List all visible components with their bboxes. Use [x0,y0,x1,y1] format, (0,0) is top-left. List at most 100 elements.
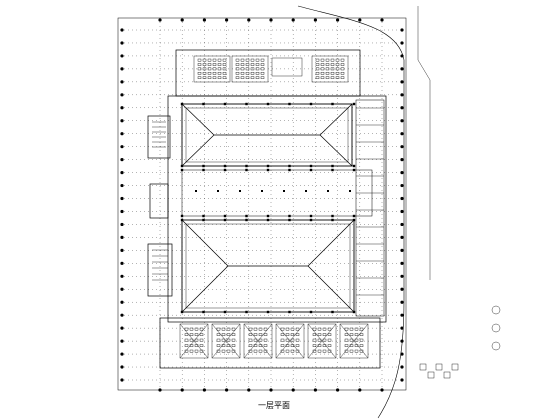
south-classroom-diagonal [243,323,273,359]
desk [322,327,327,331]
desk [202,63,207,66]
grid-axis-bubble-left [120,248,124,252]
structural-column [352,310,356,314]
desk [322,349,327,353]
desk [216,349,221,353]
desk [217,71,222,75]
desk [240,58,245,62]
desk [260,76,265,79]
desk [197,58,202,62]
structural-column [288,218,291,222]
desk [322,338,327,342]
south-classroom-diagonal [339,323,369,359]
desk [199,327,204,331]
desk [250,67,255,71]
desk [295,349,300,353]
structural-column [266,102,270,106]
grid-axis-bubble-right [400,352,404,356]
structural-column [180,102,184,106]
main-building-outline [167,95,387,323]
desk [312,344,317,347]
west-annex-stair-2 [149,183,169,219]
structural-column [288,102,291,106]
desk [231,344,236,347]
structural-column [202,168,205,172]
structural-column [331,218,334,222]
desk [285,344,290,347]
grid-axis-bubble-left [120,106,124,110]
desk [212,63,217,66]
desk [263,344,268,347]
grid-axis-bubble-left [120,196,124,201]
desk [222,76,227,79]
desk [245,71,250,75]
structural-column [309,164,313,168]
desk [245,76,250,79]
desk [189,333,194,336]
desk [327,333,332,336]
desk [344,338,349,342]
desk [327,327,332,331]
site-tree [491,323,501,333]
desk [199,338,204,342]
desk [290,349,295,353]
desk [340,71,345,75]
desk [315,71,320,75]
structural-column [288,310,291,314]
desk [240,63,245,66]
desk [349,344,354,347]
grid-axis-bubble-bottom [336,388,340,392]
hall-column [217,190,219,192]
desk [285,349,290,353]
upper-courtyard-roof [181,103,353,167]
desk [330,67,335,71]
structural-column [266,168,270,172]
structural-column [245,102,248,106]
structural-column [223,310,227,314]
grid-axis-bubble-top [247,18,251,22]
structural-column [288,214,291,218]
south-classroom-wing [159,317,381,369]
grid-axis-bubble-left [120,41,124,45]
grid-axis-bubble-right [400,93,404,97]
hall-column [239,190,241,192]
desk [222,71,227,75]
desk [184,349,189,353]
central-hall [181,169,373,217]
desk [354,349,359,353]
desk [280,349,285,353]
desk [354,327,359,331]
desk [263,338,268,342]
desk [199,344,204,347]
grid-axis-bubble-left [120,132,124,136]
desk [255,67,260,71]
desk [317,327,322,331]
desk [240,67,245,71]
desk [253,338,258,342]
desk [189,327,194,331]
desk [359,327,364,331]
grid-axis-bubble-left [120,80,124,84]
desk [255,58,260,62]
grid-axis-bubble-left [120,235,124,240]
grid-axis-bubble-right [400,378,404,382]
grid-axis-bubble-right [400,196,404,201]
desk [226,338,231,342]
desk [317,338,322,342]
grid-axis-bubble-left [120,352,124,356]
desk [207,58,212,62]
desk [255,63,260,66]
site-outbuilding [443,371,451,379]
desk [258,327,263,331]
desk [194,338,199,342]
structural-column [202,218,205,222]
grid-axis-bubble-left [120,93,124,97]
west-annex-stair-1 [147,115,171,159]
desk [258,344,263,347]
desk [221,338,226,342]
structural-column [352,168,356,172]
desk [240,76,245,79]
desk [359,344,364,347]
desk [189,349,194,353]
structural-column [223,164,227,168]
